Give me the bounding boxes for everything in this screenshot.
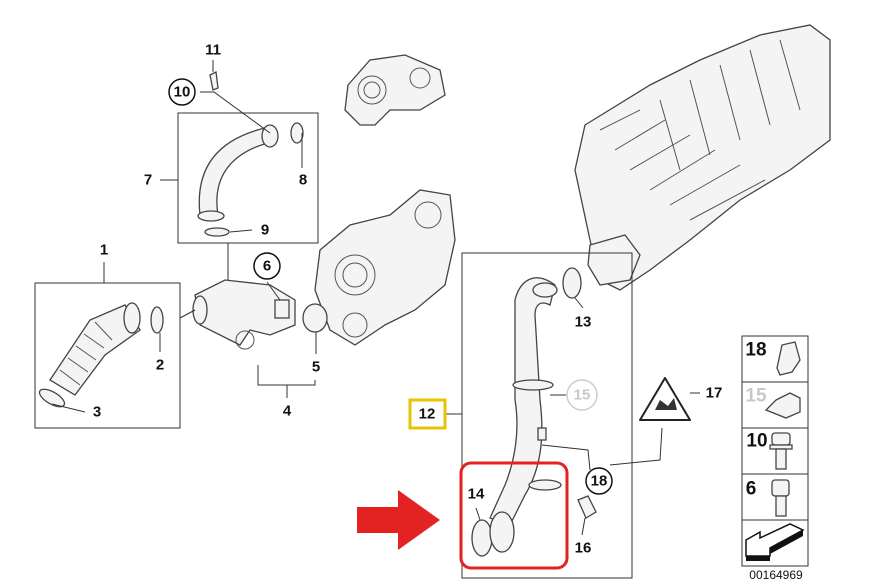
catalog-number: 00164969: [749, 568, 803, 580]
callout-17: 17: [706, 385, 723, 402]
seal-ring-2-drawing: [150, 306, 164, 334]
bracket-11-drawing: [209, 71, 219, 91]
callout-1: 1: [100, 242, 108, 259]
seal-ring-13-drawing: [562, 267, 582, 299]
highlight-box-part-14: [459, 461, 569, 570]
callout-2: 2: [156, 357, 164, 374]
red-pointer-arrow-icon: [357, 490, 440, 550]
callout-4: 4: [283, 403, 292, 420]
leader-lines: [51, 60, 700, 536]
callout-11: 11: [205, 42, 221, 59]
legend-label-10: 10: [746, 431, 767, 452]
group-box-12: [461, 252, 633, 579]
callout-8: 8: [299, 172, 307, 189]
callout-circle-10: [168, 78, 196, 106]
flange-bolt-icon: [769, 432, 793, 470]
arrow-forward-icon: [745, 523, 805, 561]
callout-12-highlight: [408, 398, 447, 430]
callout-7: 7: [144, 172, 152, 189]
charge-air-pipe-12-drawing: [489, 277, 562, 526]
intake-manifold-drawing: [574, 24, 831, 291]
callout-5: 5: [312, 359, 320, 376]
legend-label-18: 18: [745, 340, 766, 361]
group-box-7: [177, 112, 319, 244]
hose-clamp-drawing: [489, 511, 515, 553]
group-box-1: [34, 282, 181, 429]
seal-ring-9-drawing: [204, 227, 230, 237]
seal-ring-8-drawing: [290, 122, 304, 144]
callout-9: 9: [261, 222, 269, 239]
clip-icon: [776, 341, 801, 376]
clip-16-drawing: [577, 495, 597, 519]
seal-ring-14-drawing: [471, 519, 493, 557]
callout-18: 18: [591, 473, 608, 490]
callout-13: 13: [575, 314, 592, 331]
turbocharger-lower-drawing: [314, 189, 456, 346]
wastegate-assembly-4-drawing: [192, 279, 296, 350]
hardware-legend-panel: 18 15 10 6: [741, 335, 809, 567]
callout-circle-6: [253, 252, 281, 280]
nut-clip-icon: [764, 392, 801, 419]
callout-circle-18: [585, 467, 613, 495]
callout-12: 12: [419, 406, 436, 423]
callout-10: 10: [174, 84, 191, 101]
legend-label-15: 15: [745, 386, 767, 407]
callout-circle-15: [566, 379, 598, 411]
callout-16: 16: [575, 540, 592, 557]
turbocharger-upper-drawing: [344, 54, 446, 126]
legend-label-6: 6: [746, 479, 757, 500]
callout-15: 15: [574, 387, 591, 404]
intake-hose-1-drawing: [49, 302, 141, 396]
hex-socket-bolt-icon: [771, 479, 790, 517]
callout-3: 3: [93, 404, 101, 421]
seal-ring-3-drawing: [38, 388, 66, 408]
charge-pipe-7-drawing: [197, 124, 279, 222]
seal-ring-5-drawing: [302, 303, 328, 333]
callout-14: 14: [468, 486, 485, 503]
warning-triangle-icon: [639, 377, 691, 421]
callout-6: 6: [263, 258, 271, 275]
